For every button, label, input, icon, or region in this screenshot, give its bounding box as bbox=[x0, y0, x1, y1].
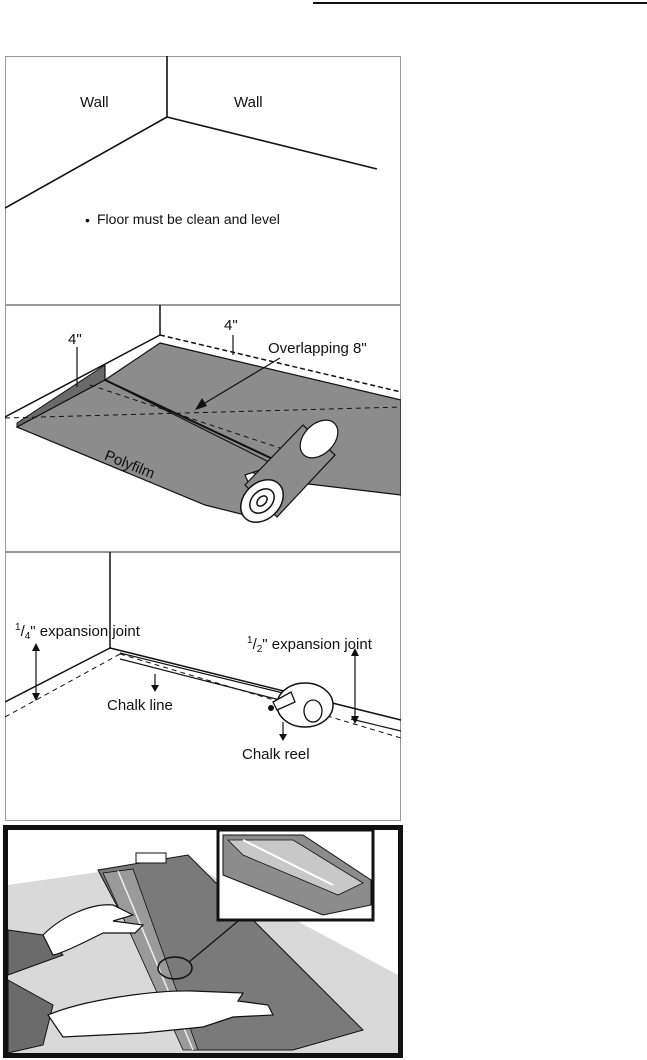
right-joint-label: 1/2" expansion joint bbox=[247, 635, 372, 655]
polyfilm-drawing bbox=[5, 305, 401, 552]
right-gap-label: 4" bbox=[224, 317, 238, 334]
overlap-label: Overlapping 8" bbox=[268, 340, 367, 357]
chalk-line-drawing bbox=[5, 552, 401, 821]
right-joint-numerator: 1 bbox=[247, 635, 253, 646]
left-gap-label: 4" bbox=[68, 331, 82, 348]
right-wall-label: Wall bbox=[234, 94, 263, 111]
chalk-line-label: Chalk line bbox=[107, 697, 173, 714]
left-joint-label: 1/4" expansion joint bbox=[15, 622, 140, 642]
plank-install-drawing bbox=[3, 825, 403, 1058]
left-joint-text: " expansion joint bbox=[30, 623, 140, 640]
chalk-reel-label: Chalk reel bbox=[242, 746, 310, 763]
left-joint-numerator: 1 bbox=[15, 622, 21, 633]
floor-note: Floor must be clean and level bbox=[97, 211, 280, 227]
room-corner-drawing bbox=[5, 56, 401, 305]
room-corner-panel: Wall Wall • Floor must be clean and leve… bbox=[5, 56, 401, 305]
chalk-line-panel: 1/4" expansion joint 1/2" expansion join… bbox=[5, 552, 401, 821]
right-joint-text: " expansion joint bbox=[262, 636, 372, 653]
right-joint-denominator: 2 bbox=[256, 644, 263, 655]
plank-install-panel bbox=[3, 825, 403, 1058]
header-rule bbox=[313, 2, 647, 4]
left-joint-denominator: 4 bbox=[24, 631, 31, 642]
left-wall-label: Wall bbox=[80, 94, 109, 111]
note-bullet: • bbox=[85, 212, 90, 228]
polyfilm-panel: 4" 4" Overlapping 8" Polyfilm bbox=[5, 305, 401, 552]
